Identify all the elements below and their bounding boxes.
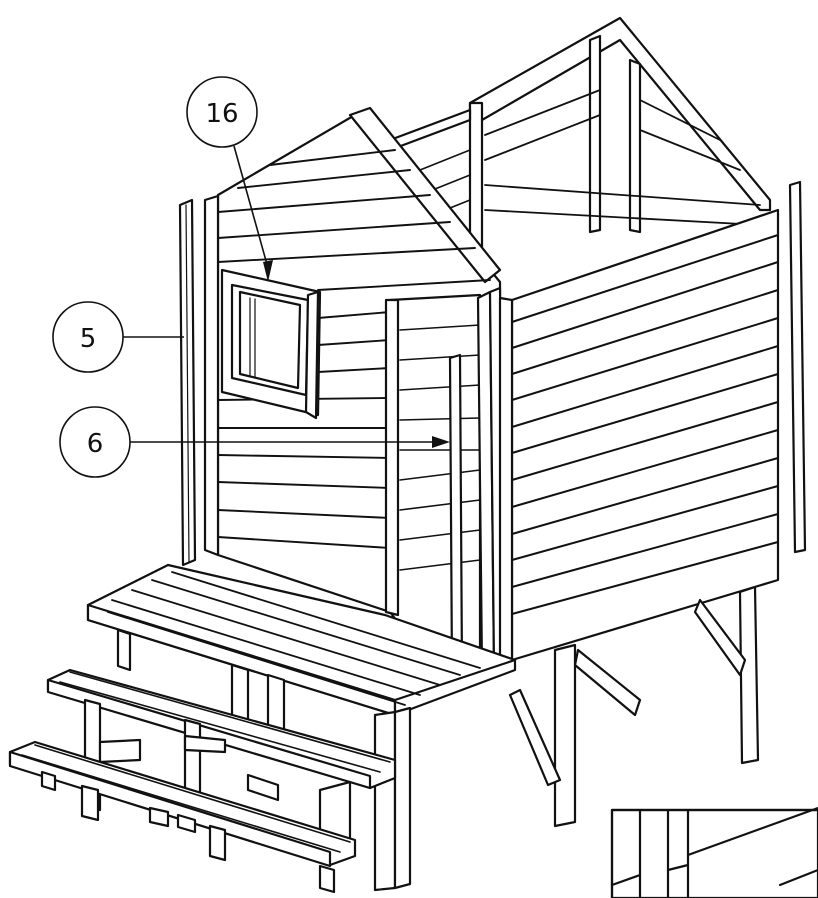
step-lower-legs (40, 770, 336, 894)
part-5-vertical-trim (178, 198, 197, 567)
step-upper (46, 668, 397, 790)
part-16-window-frame (220, 268, 322, 420)
callout-bubble-16: 16 (186, 76, 258, 148)
callout-label-5: 5 (80, 324, 97, 354)
callout-label-6: 6 (87, 429, 104, 459)
front-gable-wall (216, 106, 502, 662)
support-legs (508, 585, 760, 828)
leader-lines (122, 145, 436, 443)
callout-label-16: 16 (205, 99, 238, 129)
platform-deck (86, 563, 517, 717)
callout-bubble-5: 5 (52, 301, 124, 373)
right-loose-trim (788, 180, 807, 554)
detail-inset (610, 806, 818, 898)
rear-gable-frame (468, 16, 772, 252)
part-6-door-post (448, 353, 464, 674)
arrowhead-16 (263, 260, 273, 282)
step-lower (8, 740, 357, 868)
leader-16 (233, 145, 269, 269)
arrowhead-6 (432, 436, 450, 448)
left-corner-trim (203, 194, 220, 557)
arrowheads (263, 260, 450, 448)
callout-bubble-6: 6 (59, 406, 131, 478)
right-side-wall (498, 208, 780, 662)
